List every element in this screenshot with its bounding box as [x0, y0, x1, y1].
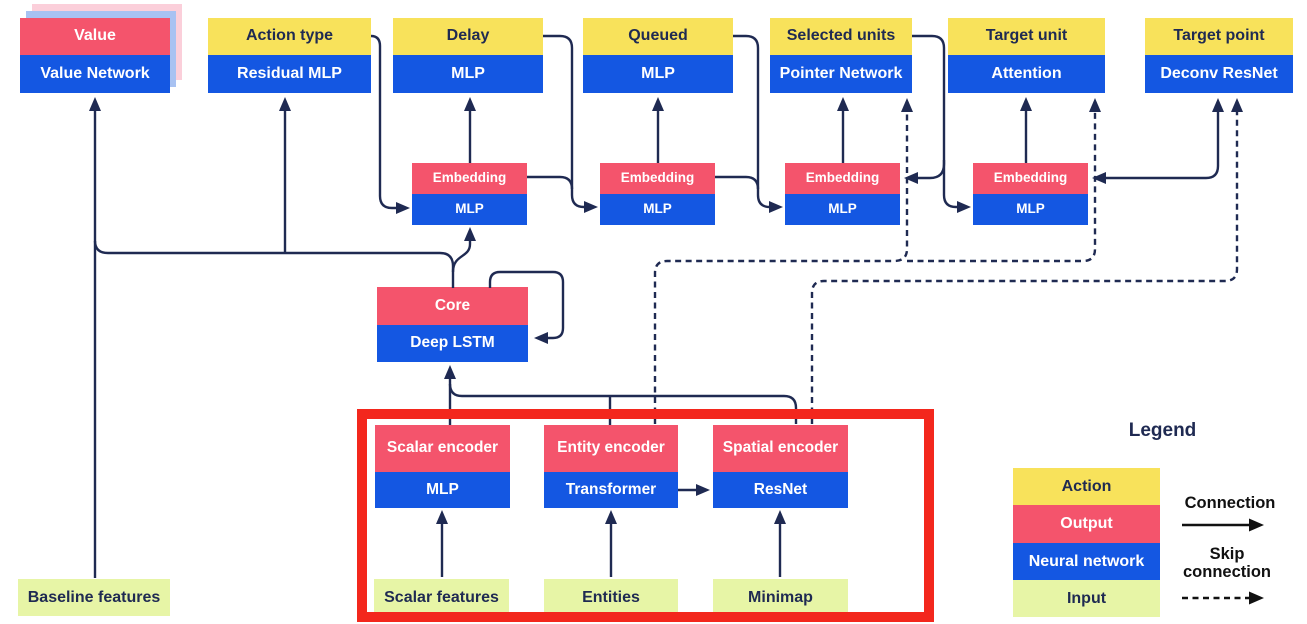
node-entity-encoder-title: Entity encoder [544, 425, 678, 472]
node-target-point: Target point Deconv ResNet [1145, 18, 1293, 93]
skip-entity-to-pointer [653, 98, 913, 424]
node-spatial-encoder-title: Spatial encoder [713, 425, 848, 472]
node-embedding-1-title: Embedding [412, 163, 527, 194]
legend-skip-connection-label: Skip connection [1182, 545, 1271, 582]
wire-encoder-merge-rail [448, 383, 798, 424]
node-embedding-4-title: Embedding [973, 163, 1088, 194]
node-target-point-network: Deconv ResNet [1145, 55, 1293, 93]
node-value-network: Value Network [20, 55, 170, 93]
node-spatial-encoder-network: ResNet [713, 472, 848, 508]
node-scalar-encoder-title: Scalar encoder [375, 425, 510, 472]
wire-embedding-1-merge [527, 175, 574, 190]
legend-item-output: Output [1013, 505, 1160, 543]
legend-connection-label: Connection [1184, 494, 1276, 512]
node-action-type: Action type Residual MLP [208, 18, 371, 93]
node-embedding-3-network: MLP [785, 194, 900, 225]
node-core-title: Core [377, 287, 528, 325]
legend-item-action: Action [1013, 468, 1160, 505]
node-selected-units: Selected units Pointer Network [770, 18, 912, 93]
node-core-network: Deep LSTM [377, 325, 528, 362]
wire-core-output-rail [93, 240, 455, 288]
node-delay-title: Delay [393, 18, 543, 55]
skip-spatial-to-deconv [810, 98, 1243, 424]
node-embedding-3: Embedding MLP [785, 163, 900, 225]
wire-selected-units-to-embedding-4 [942, 160, 971, 213]
node-target-unit-title: Target unit [948, 18, 1105, 55]
node-selected-units-network: Pointer Network [770, 55, 912, 93]
node-embedding-4-network: MLP [973, 194, 1088, 225]
node-value: Value Value Network [20, 18, 170, 93]
wire-embedding-4-to-deconv [1160, 98, 1224, 180]
legend-item-neural-network: Neural network [1013, 543, 1160, 580]
node-embedding-2-network: MLP [600, 194, 715, 225]
wire-embedding-2-merge [715, 175, 760, 190]
node-embedding-1: Embedding MLP [412, 163, 527, 225]
node-spatial-encoder: Spatial encoder ResNet [713, 425, 848, 508]
legend-title: Legend [1128, 420, 1197, 441]
wire-selected-units-to-embedding-3 [904, 34, 946, 184]
input-scalar-features: Scalar features [374, 579, 509, 616]
node-scalar-encoder-network: MLP [375, 472, 510, 508]
legend-item-input: Input [1013, 580, 1160, 617]
input-baseline-features: Baseline features [18, 579, 170, 616]
node-embedding-3-title: Embedding [785, 163, 900, 194]
node-selected-units-title: Selected units [770, 18, 912, 55]
node-queued-title: Queued [583, 18, 733, 55]
node-queued-network: MLP [583, 55, 733, 93]
node-entity-encoder-network: Transformer [544, 472, 678, 508]
input-entities: Entities [544, 579, 678, 616]
node-entity-encoder: Entity encoder Transformer [544, 425, 678, 508]
node-delay: Delay MLP [393, 18, 543, 93]
node-target-unit-network: Attention [948, 55, 1105, 93]
wire-core-to-embedding-1 [451, 227, 476, 273]
node-queued: Queued MLP [583, 18, 733, 93]
node-core: Core Deep LSTM [377, 287, 528, 362]
node-embedding-2: Embedding MLP [600, 163, 715, 225]
node-embedding-2-title: Embedding [600, 163, 715, 194]
node-target-unit: Target unit Attention [948, 18, 1105, 93]
node-scalar-encoder: Scalar encoder MLP [375, 425, 510, 508]
node-delay-network: MLP [393, 55, 543, 93]
node-target-point-title: Target point [1145, 18, 1293, 55]
input-minimap: Minimap [713, 579, 848, 616]
node-action-type-title: Action type [208, 18, 371, 55]
node-embedding-4: Embedding MLP [973, 163, 1088, 225]
node-embedding-1-network: MLP [412, 194, 527, 225]
node-action-type-network: Residual MLP [208, 55, 371, 93]
node-value-title: Value [20, 18, 170, 55]
